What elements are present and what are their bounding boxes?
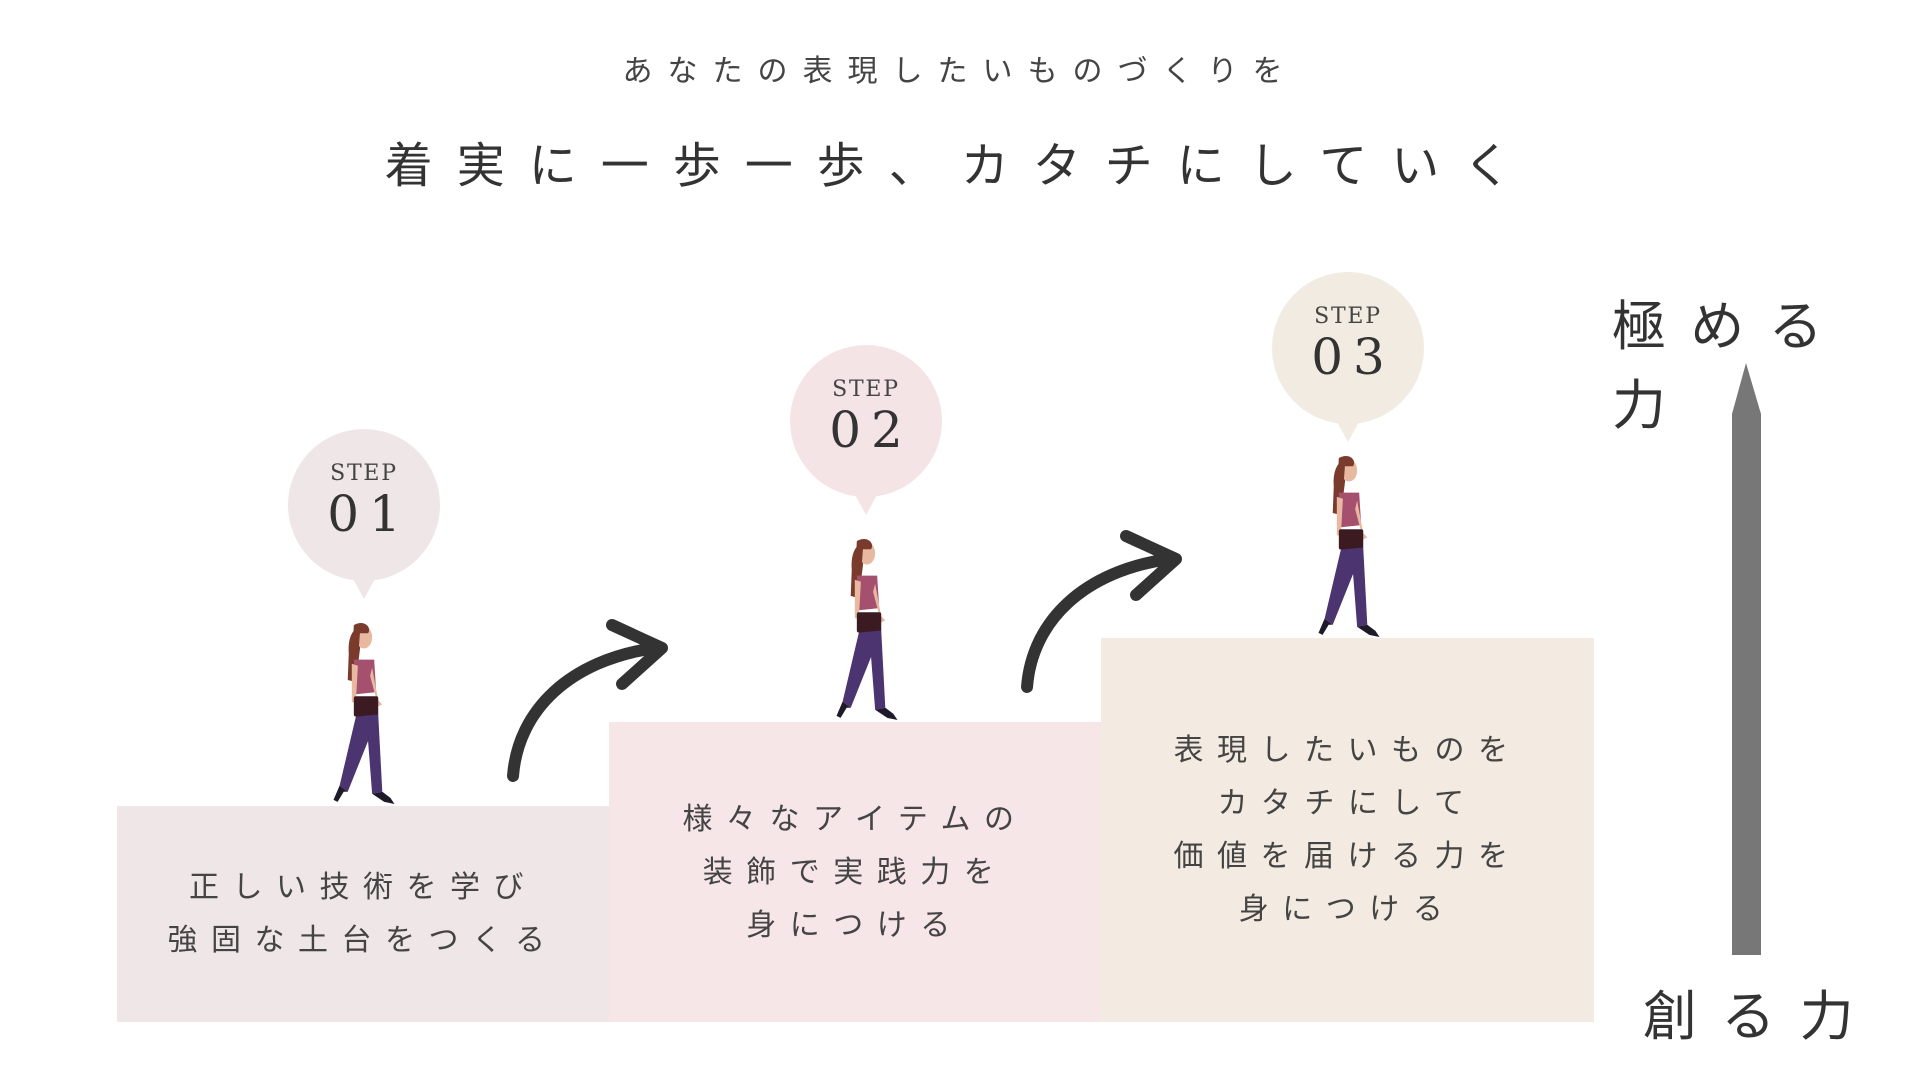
step-number: 03 — [1311, 328, 1395, 386]
scale-bottom-label: 創る力 — [1643, 985, 1878, 1048]
step-2-block: 様々なアイテムの 装飾で実践力を 身につける — [609, 722, 1101, 1022]
step-3-bubble: STEP 03 — [1272, 272, 1424, 442]
subtitle: あなたの表現したいものづくりを — [622, 54, 1298, 89]
step-number: 02 — [829, 401, 913, 459]
step-label: STEP — [330, 461, 398, 486]
page-title: 着実に一歩一歩、カタチにしていく — [384, 138, 1536, 194]
curved-arrow-icon — [507, 619, 668, 782]
step-number: 01 — [327, 485, 411, 543]
step-2-bubble: STEP 02 — [790, 345, 942, 515]
step-1-block: 正しい技術を学び 強固な土台をつくる — [117, 806, 609, 1022]
step-3-block: 表現したいものを カタチにして 価値を届ける力を 身につける — [1101, 638, 1594, 1022]
scale-top-label: 極める力 — [1612, 295, 1847, 437]
curved-arrow-icon — [1021, 530, 1182, 693]
growth-arrow-icon — [1732, 363, 1761, 955]
step-label: STEP — [832, 377, 900, 402]
step-1-bubble: STEP 01 — [288, 429, 440, 599]
step-label: STEP — [1314, 304, 1382, 329]
